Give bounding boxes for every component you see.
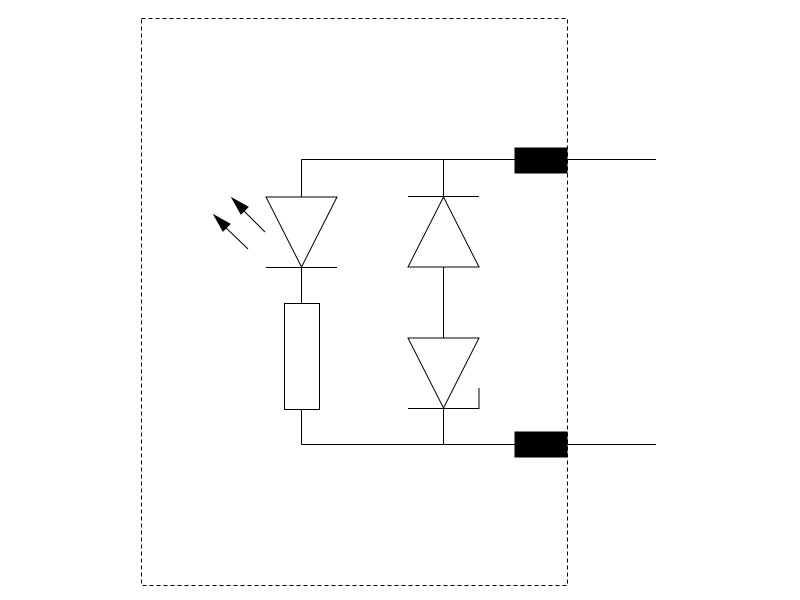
zener-diode-symbol [407,337,480,410]
enclosure-boundary [141,18,568,586]
arrow-head-lower [212,213,231,232]
bottom-rail-wire [301,409,516,445]
resistor-symbol [284,303,320,410]
arrow-head-upper [230,196,249,215]
terminal-top [514,147,568,174]
zener-cathode-bar [408,388,480,409]
terminal-bottom [514,431,568,458]
led-symbol [265,196,338,303]
diode-upper-symbol [407,195,480,338]
light-emission-arrows [212,196,266,250]
top-rail-wire [301,159,516,197]
